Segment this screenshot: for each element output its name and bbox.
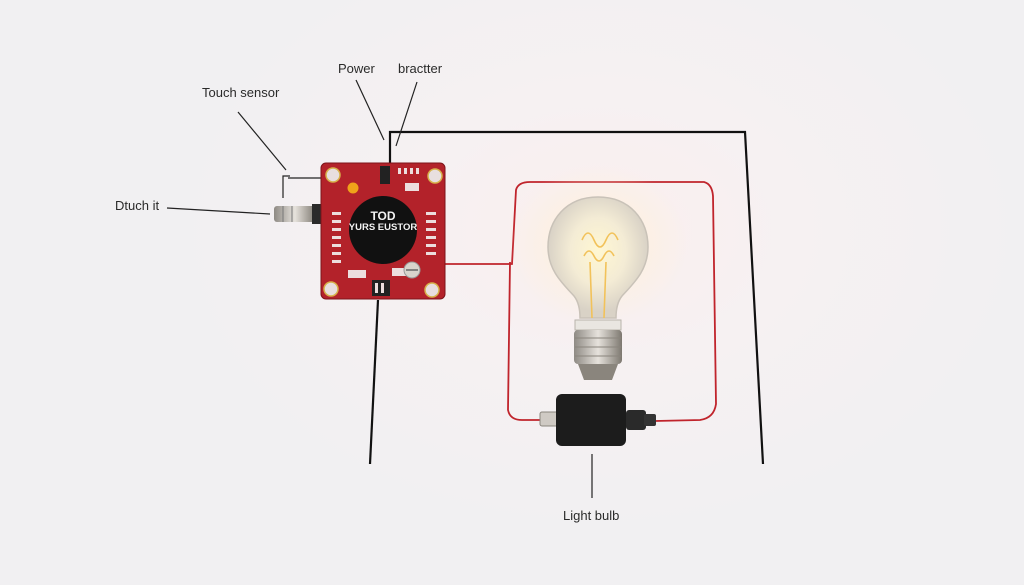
red-wire — [444, 181, 717, 422]
label-light-bulb: Light bulb — [563, 508, 620, 523]
label-power: Power — [338, 61, 375, 76]
touch-connector — [274, 204, 322, 224]
main-chip — [349, 196, 417, 264]
bulb-socket — [539, 394, 656, 446]
label-touch-sensor: Touch sensor — [202, 85, 280, 100]
label-touch-it: Dtuch it — [115, 198, 160, 213]
sensor-board — [320, 162, 446, 300]
board-label-line1: TOD — [370, 209, 395, 223]
label-bracket: bractter — [398, 61, 443, 76]
board-label-line2: YURS EUSTOR — [349, 222, 418, 233]
annotation-arrows — [166, 79, 593, 498]
light-bulb — [547, 196, 649, 380]
black-wire — [368, 130, 765, 465]
